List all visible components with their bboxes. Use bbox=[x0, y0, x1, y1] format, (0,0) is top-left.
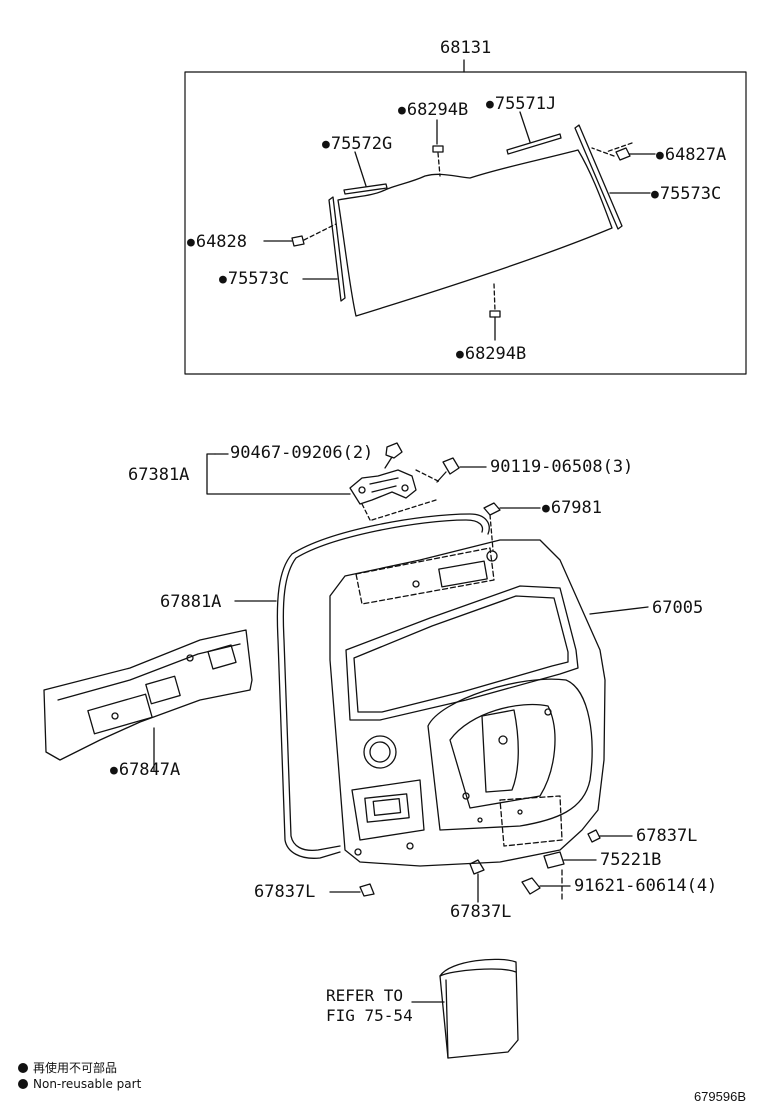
label-67881A: 67881A bbox=[160, 592, 222, 612]
label-91621: 91621-60614(4) bbox=[574, 876, 718, 896]
window-glass-group bbox=[184, 59, 747, 375]
molding-75573C-right bbox=[574, 124, 623, 230]
molding-75571J bbox=[506, 133, 562, 155]
legend-line-english: Non-reusable part bbox=[18, 1076, 141, 1092]
figure-id: 679596B bbox=[693, 1089, 746, 1104]
label-68131: 68131 bbox=[440, 38, 492, 58]
bolt-91621 bbox=[521, 877, 541, 895]
clip-67837L-right bbox=[587, 829, 601, 843]
label-68294B-top: 68294B bbox=[398, 100, 468, 122]
label-67981: 67981 bbox=[542, 498, 602, 520]
legend-text-ja: 再使用不可部品 bbox=[33, 1061, 118, 1075]
bolt-90467 bbox=[385, 442, 403, 459]
clip-64827A bbox=[615, 147, 631, 161]
bracket-75221B bbox=[543, 851, 565, 869]
label-75573C-right: 75573C bbox=[651, 184, 721, 206]
label-90119: 90119-06508(3) bbox=[490, 457, 634, 477]
bullet-icon bbox=[18, 1063, 28, 1073]
hinge-group bbox=[206, 442, 541, 551]
back-window-glass bbox=[337, 149, 613, 317]
stopper-67981 bbox=[483, 502, 501, 516]
clip-64828 bbox=[291, 235, 305, 247]
legend-line-japanese: 再使用不可部品 bbox=[18, 1060, 141, 1076]
weatherstrip-67881A bbox=[276, 513, 490, 859]
clip-68294B-top bbox=[432, 145, 444, 153]
trim-cover-67847A bbox=[43, 629, 253, 771]
label-75573C-left: 75573C bbox=[219, 269, 289, 291]
label-67837L-right: 67837L bbox=[636, 826, 698, 846]
latch-bracket bbox=[481, 709, 519, 793]
molding-75572G bbox=[343, 183, 388, 195]
molding-75573C-left bbox=[328, 196, 346, 302]
label-64827A: 64827A bbox=[656, 145, 726, 167]
hinge-67381A bbox=[349, 469, 417, 505]
label-67847A: 67847A bbox=[110, 760, 180, 782]
label-90467: 90467-09206(2) bbox=[230, 443, 374, 463]
label-75221B: 75221B bbox=[600, 850, 662, 870]
label-67837L-left: 67837L bbox=[254, 882, 316, 902]
label-68294B-bottom: 68294B bbox=[456, 344, 526, 366]
bolt-90119 bbox=[442, 457, 460, 475]
refer-part bbox=[411, 958, 519, 1059]
legend: 再使用不可部品 Non-reusable part bbox=[18, 1060, 141, 1092]
legend-text-en: Non-reusable part bbox=[33, 1077, 142, 1091]
bullet-icon bbox=[18, 1079, 28, 1089]
clip-68294B-bottom bbox=[489, 310, 501, 318]
label-67837L-center: 67837L bbox=[450, 902, 512, 922]
refer-to-line1: REFER TO bbox=[326, 986, 404, 1005]
clip-67837L-left bbox=[359, 883, 375, 897]
label-67005: 67005 bbox=[652, 598, 704, 618]
refer-to-line2: FIG 75-54 bbox=[326, 1006, 413, 1025]
clip-67837L-center bbox=[469, 859, 485, 875]
label-75572G: 75572G bbox=[322, 134, 392, 156]
label-67381A: 67381A bbox=[128, 465, 190, 485]
glass-assembly-box bbox=[184, 71, 747, 375]
label-64828: 64828 bbox=[187, 232, 247, 254]
label-75571J: 75571J bbox=[486, 94, 556, 116]
back-door-panel-67005 bbox=[329, 539, 649, 901]
